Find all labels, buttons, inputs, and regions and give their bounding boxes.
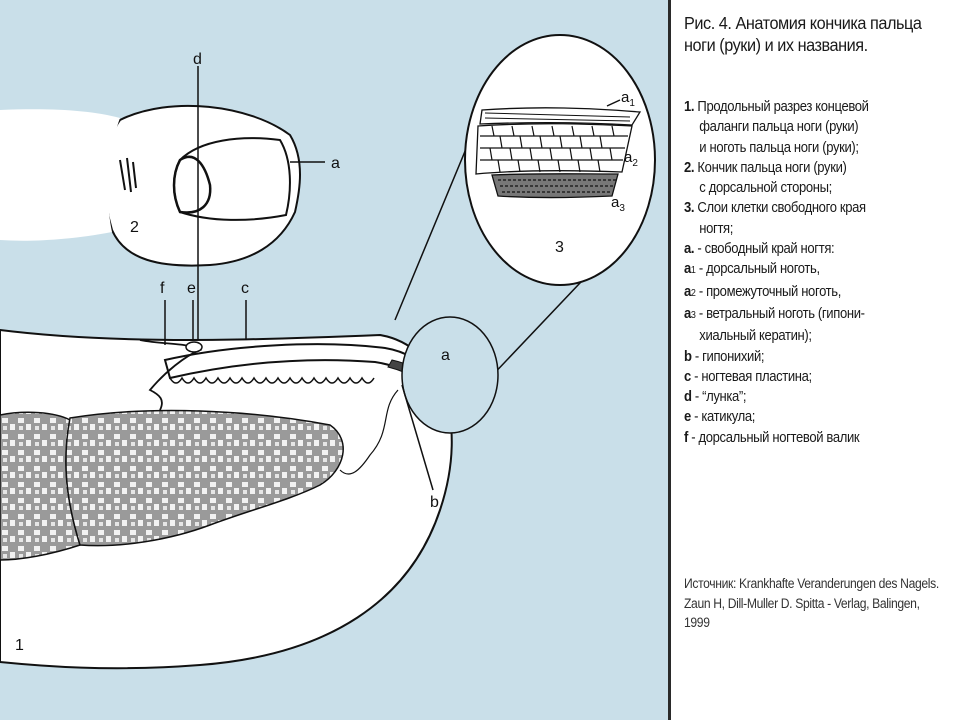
legend-line: a2 - промежуточный ноготь, <box>684 282 945 304</box>
label-num-1: 1 <box>15 637 24 654</box>
magnifier <box>394 34 656 434</box>
legend-text: и ноготь пальца ноги (руки); <box>699 139 859 156</box>
legend-line: ногтя; <box>684 219 945 239</box>
layer-a3-hatch <box>498 179 616 193</box>
nail-matrix-fold <box>139 339 203 411</box>
legend-key-subscript: 2 <box>690 287 696 299</box>
label-d: d <box>193 51 202 68</box>
legend-key: a <box>684 261 691 278</box>
legend-key-subscript: 3 <box>690 309 696 321</box>
legend-text: - катикула; <box>690 409 756 426</box>
label-e: e <box>187 280 196 297</box>
legend-line: d - “лунка”; <box>684 387 945 407</box>
panel-separator <box>668 0 671 720</box>
legend-line: 2. Кончик пальца ноги (руки) <box>684 158 945 178</box>
finger-creases <box>119 157 137 193</box>
section-view <box>0 328 453 670</box>
leader-b <box>401 384 434 491</box>
legend-key: 1. <box>684 99 695 115</box>
anatomy-diagram: d a f e c b a 2 1 3 a1 a2 a3 <box>0 0 668 720</box>
legend-key: a. <box>684 241 695 258</box>
anatomy-drawing: d a f e c b a 2 1 3 a1 a2 a3 <box>0 34 656 670</box>
bone-distal-phalanx <box>65 409 344 547</box>
nail-dorsal <box>173 137 291 221</box>
label-a1: a1 <box>621 89 635 109</box>
cuticle-mark <box>185 341 203 353</box>
legend-line: a. - свободный край ногтя: <box>684 239 945 259</box>
legend-key: d <box>684 389 692 406</box>
legend-text: с дорсальной стороны; <box>699 180 832 197</box>
legend-line: b - гипонихий; <box>684 347 945 367</box>
legend-key: a <box>684 283 691 300</box>
layer-a1-hatch <box>484 112 631 122</box>
legend-text: Продольный разрез концевой <box>694 99 869 115</box>
legend-line: хиальный кератин); <box>684 326 945 346</box>
finger-body-left <box>0 109 120 241</box>
label-f: f <box>160 280 165 297</box>
legend-text: - свободный край ногтя: <box>694 241 835 258</box>
legend-line: и ноготь пальца ноги (руки); <box>684 138 945 158</box>
legend-text: - дорсальный ноготь, <box>695 261 820 278</box>
legend-text: Слои клетки свободного края <box>694 200 866 217</box>
legend-line: f - дорсальный ногтевой валик <box>684 428 945 448</box>
legend-list: 1. Продольный разрез концевой фаланги пал… <box>684 97 945 448</box>
legend-text: ногтя; <box>699 220 734 237</box>
legend-line: 1. Продольный разрез концевой <box>684 97 945 117</box>
zoom-circle-small <box>401 316 499 434</box>
legend-line: 3. Слои клетки свободного края <box>684 198 945 218</box>
label-a3: a3 <box>611 194 625 214</box>
legend-key: 2. <box>684 159 695 176</box>
label-c: c <box>241 280 249 297</box>
legend-key: 3. <box>684 200 695 217</box>
label-num-2: 2 <box>130 219 139 236</box>
legend-key: c <box>684 368 691 385</box>
leader-lines <box>164 66 621 491</box>
diagram-labels: d a f e c b a 2 1 3 a1 a2 a3 <box>15 51 638 654</box>
legend-line: с дорсальной стороны; <box>684 178 945 198</box>
legend-text: Кончик пальца ноги (руки) <box>694 159 847 176</box>
legend-text: - гипонихий; <box>691 348 765 365</box>
legend-key: b <box>684 348 692 365</box>
text-panel: Рис. 4. Анатомия кончика пальца ноги (ру… <box>684 0 954 720</box>
figure-caption: Рис. 4. Анатомия кончика пальца ноги (ру… <box>684 13 922 55</box>
legend-key-subscript: 1 <box>690 265 696 277</box>
nail-bed-ridges <box>169 376 375 384</box>
label-a-main: a <box>441 347 450 364</box>
label-num-3: 3 <box>555 239 564 256</box>
layer-a2-cells <box>480 125 628 173</box>
legend-key: a <box>684 305 691 322</box>
legend-line: e - катикула; <box>684 407 945 427</box>
legend-text: фаланги пальца ноги (руки) <box>699 119 859 136</box>
legend-line: фаланги пальца ноги (руки) <box>684 117 945 137</box>
legend-line: c - ногтевая пластина; <box>684 367 945 387</box>
legend-text: - “лунка”; <box>691 389 747 406</box>
label-b: b <box>430 494 439 511</box>
leader-a1 <box>606 99 621 107</box>
legend-text: - ногтевая пластина; <box>690 368 812 385</box>
label-a2: a2 <box>624 149 638 169</box>
legend-line: a3 - ветральный ноготь (гипони- <box>684 304 945 326</box>
legend-key: e <box>684 409 691 426</box>
legend-line: a1 - дорсальный ноготь, <box>684 259 945 281</box>
legend-key: f <box>684 429 688 446</box>
legend-text: хиальный кератин); <box>699 328 812 345</box>
hyponychium-line <box>339 389 399 475</box>
dorsal-view <box>0 104 301 267</box>
legend-text: - ветральный ноготь (гипони- <box>695 305 865 322</box>
label-a: a <box>331 155 340 172</box>
source-citation: Источник: Krankhafte Veranderungen des N… <box>684 576 939 630</box>
legend-text: - промежуточный ноготь, <box>695 283 842 300</box>
legend-text: - дорсальный ногтевой валик <box>687 429 860 446</box>
